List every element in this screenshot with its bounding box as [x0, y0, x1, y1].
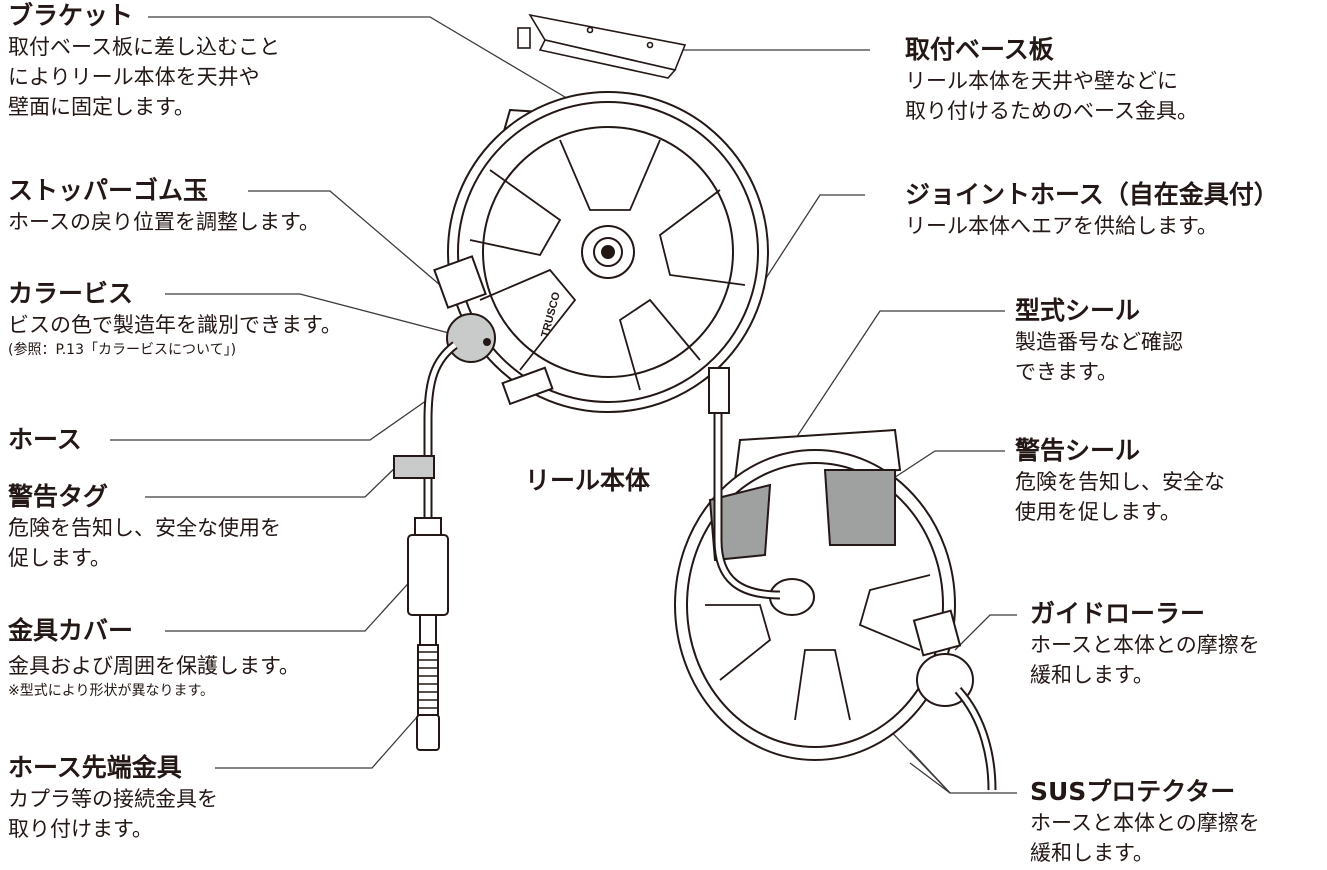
bracket-desc-3: 壁面に固定します。 [8, 95, 195, 119]
warning-tag-title: 警告タグ [8, 482, 109, 511]
stopper-desc-1: ホースの戻り位置を調整します。 [8, 210, 320, 234]
hose-end-desc-2: 取り付けます。 [8, 817, 153, 841]
warning-tag-shape [393, 455, 435, 479]
leader-stopper [248, 190, 441, 286]
color-screw-label: カラービス ビスの色で製造年を識別できます。 (参照：P.13「カラービスについ… [8, 278, 342, 360]
joint-hose-title: ジョイントホース（自在金具付） [905, 180, 1279, 209]
sus-protector-desc-2: 緩和します。 [1030, 841, 1154, 865]
base-plate-label: 取付ベース板 リール本体を天井や壁などに 取り付けるためのベース金具。 [905, 34, 1198, 126]
leader-guide-roller [954, 614, 1017, 651]
hose-title: ホース [8, 425, 82, 454]
fitting-cover-title: 金具カバー [8, 616, 134, 645]
guide-roller-title: ガイドローラー [1030, 599, 1206, 628]
hose-end-desc-1: カプラ等の接続金具を [8, 787, 218, 811]
base-plate-drawing [517, 13, 687, 79]
warning-seal-desc-2: 使用を促します。 [1015, 500, 1181, 524]
leader-color-screw [165, 293, 469, 339]
joint-hose-drawing [708, 367, 997, 791]
warning-tag-label: 警告タグ 危険を告知し、安全な使用を 促します。 [8, 481, 281, 573]
stopper-label: ストッパーゴム玉 ホースの戻り位置を調整します。 [8, 175, 320, 237]
hose-end-title: ホース先端金具 [8, 753, 182, 782]
bracket-desc-2: によりリール本体を天井や [8, 65, 260, 89]
leader-fitting-cover [165, 564, 426, 632]
leader-hose-end [215, 699, 433, 769]
bracket-label: ブラケット 取付ベース板に差し込むこと によりリール本体を天井や 壁面に固定しま… [8, 0, 280, 122]
joint-hose-desc-1: リール本体へエアを供給します。 [905, 214, 1218, 238]
guide-roller-desc-2: 緩和します。 [1030, 663, 1154, 687]
base-plate-desc-2: 取り付けるためのベース金具。 [905, 99, 1198, 123]
fitting-cover-label: 金具カバー 金具および周囲を保護します。 ※型式により形状が異なります。 [8, 615, 300, 701]
reel-body-label: リール本体 [525, 465, 650, 497]
leader-warning-tag [145, 462, 401, 498]
fitting-cover-note: ※型式により形状が異なります。 [8, 683, 215, 699]
hose-end-label: ホース先端金具 カプラ等の接続金具を 取り付けます。 [8, 752, 218, 844]
warning-tag-desc-1: 危険を告知し、安全な使用を [8, 516, 281, 540]
model-seal-title: 型式シール [1015, 296, 1141, 325]
color-screw-desc-1: ビスの色で製造年を識別できます。 [8, 313, 342, 337]
model-seal-desc-1: 製造番号など確認 [1015, 330, 1183, 354]
warning-tag-desc-2: 促します。 [8, 546, 111, 570]
model-seal-shape [708, 483, 772, 562]
fitting-cover-desc-1: 金具および周囲を保護します。 [8, 654, 300, 678]
hose-label: ホース [8, 424, 82, 456]
warning-seal-shape [823, 469, 896, 546]
warning-seal-desc-1: 危険を告知し、安全な [1015, 470, 1225, 494]
leader-bracket [148, 16, 571, 101]
left-hose-drawing [393, 341, 458, 751]
leader-hose [110, 397, 431, 441]
color-screw-ball [446, 313, 496, 363]
joint-hose-label: ジョイントホース（自在金具付） リール本体へエアを供給します。 [905, 179, 1279, 241]
sus-protector-label: SUSプロテクター ホースと本体との摩擦を 緩和します。 [1030, 776, 1260, 868]
warning-seal-title: 警告シール [1015, 436, 1141, 465]
warning-seal-label: 警告シール 危険を告知し、安全な 使用を促します。 [1015, 435, 1225, 527]
guide-roller-label: ガイドローラー ホースと本体との摩擦を 緩和します。 [1030, 598, 1260, 690]
bracket-desc-1: 取付ベース板に差し込むこと [8, 35, 280, 59]
color-screw-note: (参照：P.13「カラービスについて」) [8, 342, 237, 358]
bracket-title: ブラケット [8, 1, 134, 30]
stopper-title: ストッパーゴム玉 [8, 176, 209, 205]
base-plate-desc-1: リール本体を天井や壁などに [905, 69, 1178, 93]
model-seal-label: 型式シール 製造番号など確認 できます。 [1015, 295, 1183, 387]
right-reel-drawing [674, 428, 974, 761]
reel-body-title: リール本体 [525, 466, 651, 495]
left-reel-drawing: TRUSCO [433, 91, 769, 413]
guide-roller-desc-1: ホースと本体との摩擦を [1030, 633, 1260, 657]
color-screw-title: カラービス [8, 279, 134, 308]
model-seal-desc-2: できます。 [1015, 360, 1118, 384]
sus-protector-desc-1: ホースと本体との摩擦を [1030, 811, 1260, 835]
sus-protector-title: SUSプロテクター [1030, 777, 1236, 806]
fitting-cover-shape [407, 534, 449, 616]
base-plate-title: 取付ベース板 [905, 35, 1054, 64]
